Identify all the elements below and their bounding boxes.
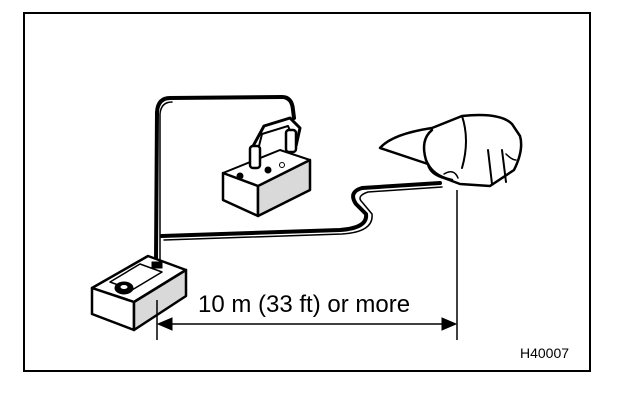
hand-icon [378, 113, 523, 188]
figure-code: H40007 [520, 345, 570, 361]
tester-icon [90, 254, 188, 332]
cable-icon [154, 95, 443, 264]
battery-icon [221, 116, 312, 218]
dimension-arrow-icon [156, 190, 458, 340]
distance-label: 10 m (33 ft) or more [196, 291, 413, 319]
